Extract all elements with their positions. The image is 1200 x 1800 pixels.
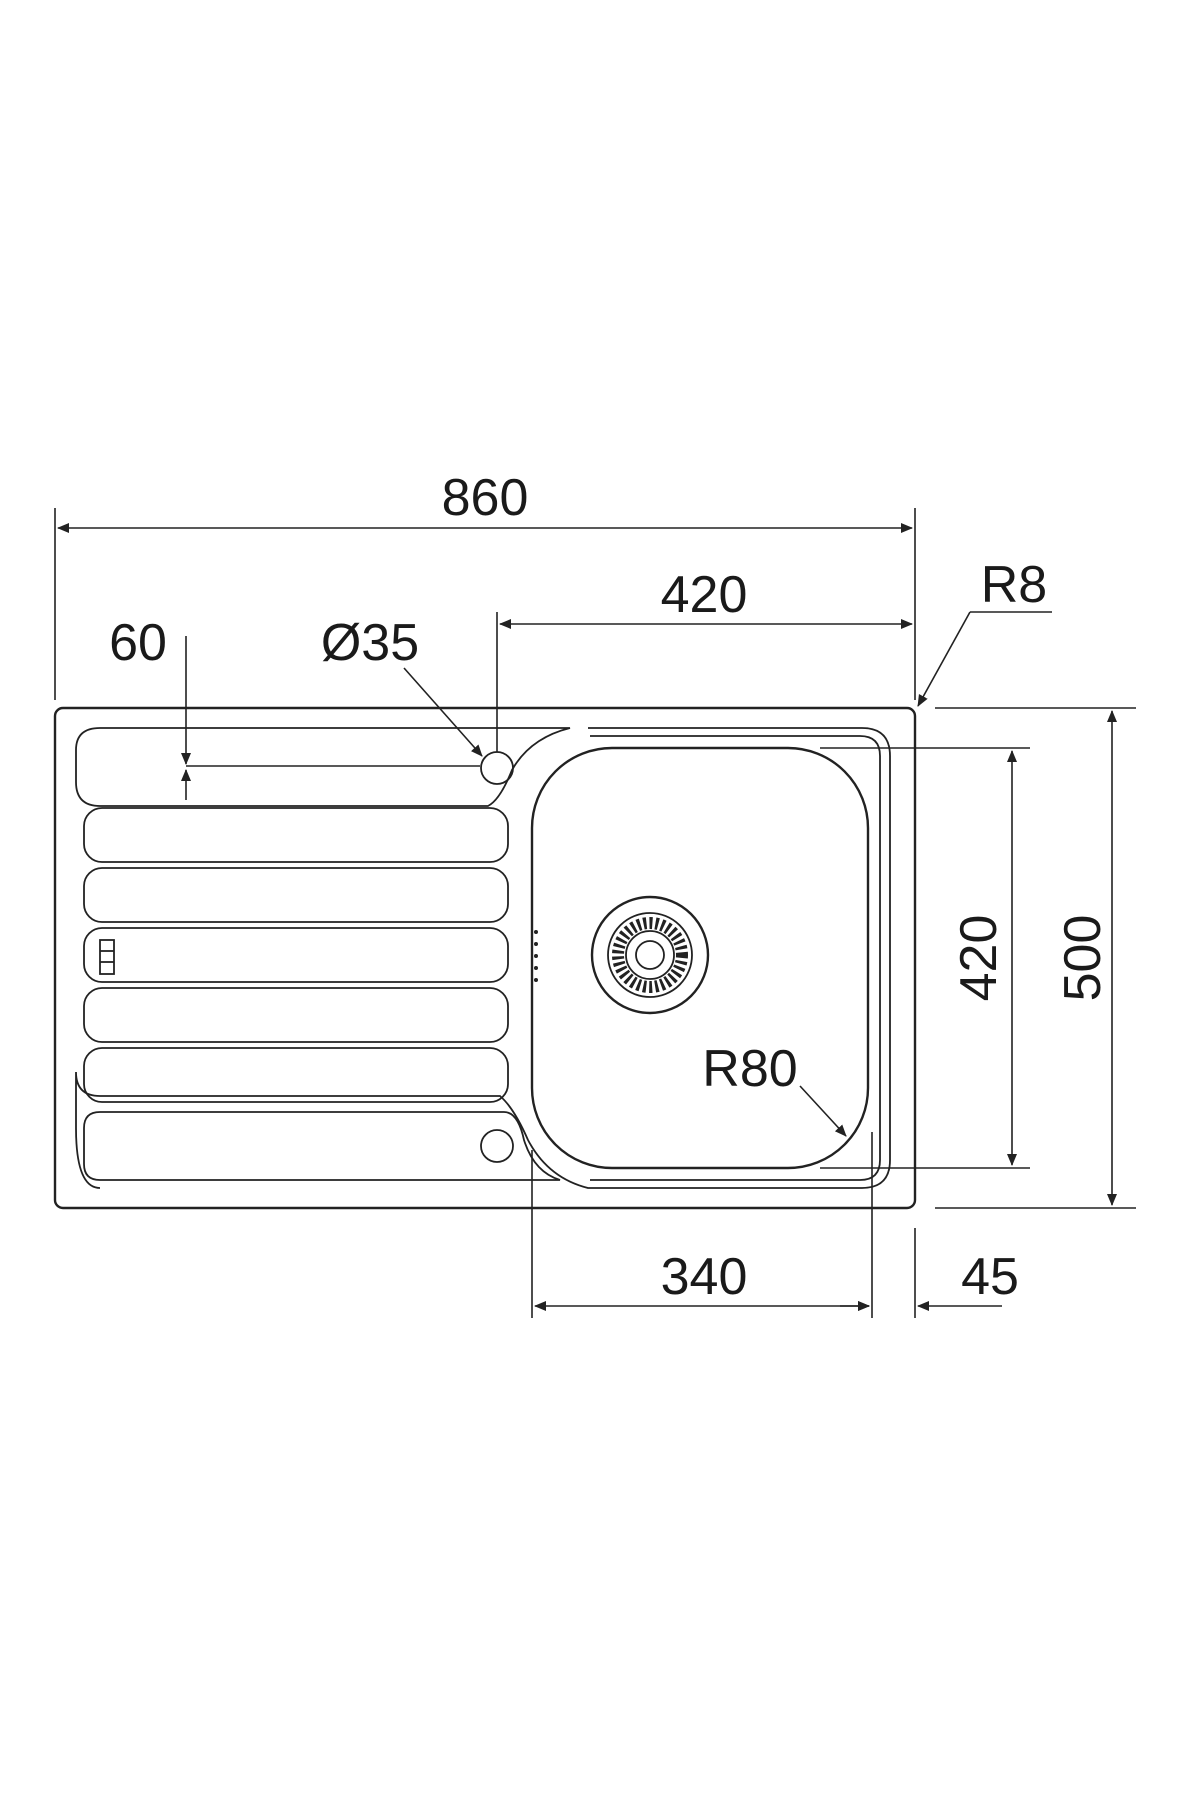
strainer-inner-ring xyxy=(625,930,675,980)
strainer-basket xyxy=(612,917,688,993)
drainer-groove xyxy=(83,807,509,863)
dimension-bowl-corner-radius: R80 xyxy=(702,1040,847,1137)
sink-bowl xyxy=(530,735,881,1181)
drainer-groove xyxy=(83,927,509,983)
dimension-bowl-width: 340 xyxy=(531,1132,873,1318)
label-tap-hole-diameter: Ø35 xyxy=(321,614,419,672)
strainer-mid-ring xyxy=(607,912,693,998)
tap-hole-bottom xyxy=(480,1129,514,1163)
label-bowl-area-width: 420 xyxy=(661,566,748,624)
sink-inner-rim xyxy=(75,727,571,807)
strainer-outer-ring xyxy=(590,895,710,1015)
deck-inner-border xyxy=(75,727,891,1189)
dimension-bowl-area-width: 420 xyxy=(496,566,913,752)
dimension-tap-hole-diameter: Ø35 xyxy=(321,614,483,757)
label-overall-width: 860 xyxy=(442,469,529,527)
tap-hole-top xyxy=(480,751,514,785)
dimension-corner-radius: R8 xyxy=(917,556,1052,707)
drainer-grooves xyxy=(83,807,561,1181)
dimension-bowl-length: 420 xyxy=(820,747,1030,1169)
dimension-rim-margin: 45 xyxy=(840,1228,1019,1318)
label-corner-radius: R8 xyxy=(981,556,1047,614)
overflow-slot xyxy=(99,939,115,975)
strainer-center xyxy=(635,940,665,970)
drainer-groove xyxy=(83,987,509,1043)
bowl-outer-edge xyxy=(590,735,881,1181)
groove-end-dots xyxy=(534,930,538,982)
drainer-groove xyxy=(83,1047,509,1103)
drainer-lower-panel xyxy=(83,1111,561,1181)
label-bowl-corner-radius: R80 xyxy=(702,1040,797,1098)
dimension-tap-hole-offset: 60 xyxy=(109,614,480,800)
label-bowl-length: 420 xyxy=(950,915,1008,1002)
dimension-overall-depth: 500 xyxy=(935,707,1136,1209)
dimension-overall-width: 860 xyxy=(54,469,916,700)
sink-outline xyxy=(53,706,917,1210)
label-bowl-width: 340 xyxy=(661,1248,748,1306)
bowl-basin xyxy=(530,746,870,1170)
label-rim-margin: 45 xyxy=(961,1248,1019,1306)
label-tap-hole-offset: 60 xyxy=(109,614,167,672)
label-overall-depth: 500 xyxy=(1054,915,1112,1002)
sink-outer-rim xyxy=(53,706,917,1210)
drainer-groove xyxy=(83,867,509,923)
